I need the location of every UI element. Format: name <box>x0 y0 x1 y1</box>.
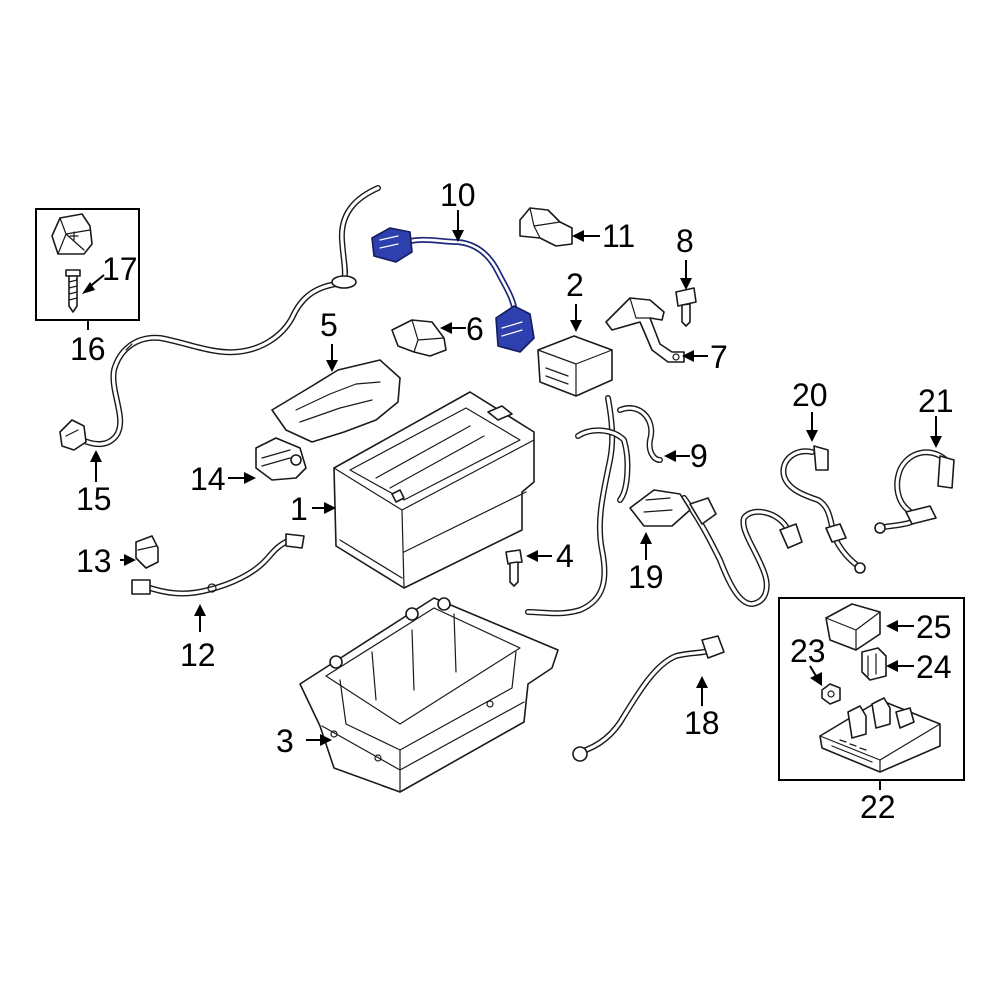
callout-12: 12 <box>180 637 216 673</box>
arrow-18 <box>696 676 708 688</box>
callout-6: 6 <box>466 311 484 347</box>
part-18-negative-cable[interactable] <box>572 635 725 762</box>
arrow-6 <box>440 322 452 334</box>
part-5-battery-cover[interactable] <box>271 359 401 443</box>
arrow-9 <box>664 450 676 462</box>
arrow-20 <box>806 430 818 442</box>
callout-24: 24 <box>916 649 952 685</box>
part-11-terminal-cap[interactable] <box>519 207 573 247</box>
arrow-1 <box>324 502 336 514</box>
arrow-15 <box>90 450 102 462</box>
callout-20: 20 <box>792 377 828 413</box>
part-16-terminal-cover[interactable] <box>51 213 93 255</box>
part-10-battery-harness[interactable] <box>371 227 535 353</box>
arrow-8 <box>680 278 692 290</box>
callout-5: 5 <box>320 307 338 343</box>
part-20-ground-cable[interactable] <box>780 445 866 574</box>
leader-23 <box>809 665 817 677</box>
part-7-bracket[interactable] <box>605 297 685 363</box>
arrow-25 <box>886 620 898 632</box>
callout-14: 14 <box>190 461 226 497</box>
part-21-ground-cable[interactable] <box>874 449 955 534</box>
callout-9: 9 <box>690 438 708 474</box>
part-9-cable[interactable] <box>525 395 663 617</box>
arrow-24 <box>886 660 898 672</box>
part-1-battery[interactable] <box>333 391 535 589</box>
arrow-11 <box>572 230 584 242</box>
callout-13: 13 <box>76 543 112 579</box>
callout-2: 2 <box>566 267 584 303</box>
arrow-19 <box>640 532 652 544</box>
part-6-terminal-cover[interactable] <box>391 319 447 357</box>
callout-21: 21 <box>918 383 954 419</box>
part-25-cover[interactable] <box>825 603 881 651</box>
callout-23: 23 <box>790 633 826 669</box>
callout-17: 17 <box>102 251 138 287</box>
callout-3: 3 <box>276 723 294 759</box>
part-13-plug[interactable] <box>135 535 159 569</box>
arrow-3 <box>320 734 332 746</box>
arrow-2 <box>570 320 582 332</box>
part-12-ground-strap[interactable] <box>131 533 305 597</box>
inset-frame-22 <box>778 597 965 781</box>
callout-19: 19 <box>628 559 664 595</box>
arrow-5 <box>326 360 338 372</box>
callout-18: 18 <box>684 705 720 741</box>
callout-8: 8 <box>676 223 694 259</box>
arrow-12 <box>194 604 206 616</box>
arrow-17 <box>82 282 95 294</box>
part-4-bolt[interactable] <box>505 549 523 587</box>
part-19-sensor-cable[interactable] <box>629 489 803 607</box>
callout-15: 15 <box>76 481 112 517</box>
inset-box-16: 17 16 <box>35 208 140 367</box>
callout-1: 1 <box>290 491 308 527</box>
arrow-14 <box>244 472 256 484</box>
part-23-nut[interactable] <box>821 683 841 705</box>
part-3-battery-tray[interactable] <box>299 597 559 793</box>
part-2-control-module[interactable] <box>537 335 613 397</box>
callout-22: 22 <box>860 789 896 825</box>
part-24-fuse[interactable] <box>861 647 887 681</box>
arrow-13 <box>124 554 136 566</box>
callout-11: 11 <box>602 218 635 254</box>
callout-7: 7 <box>710 339 728 375</box>
inset-box-22: 25 24 23 22 <box>778 597 965 825</box>
callout-10: 10 <box>440 177 476 213</box>
arrow-4 <box>526 550 538 562</box>
arrow-7 <box>682 350 694 362</box>
arrow-21 <box>930 436 942 448</box>
part-22-fuse-box[interactable] <box>819 697 941 773</box>
callout-16: 16 <box>70 331 106 367</box>
callout-25: 25 <box>916 609 952 645</box>
arrow-10 <box>452 230 464 242</box>
part-14-vent-fitting[interactable] <box>255 437 307 481</box>
part-17-bolt[interactable] <box>65 269 81 313</box>
part-8-bolt[interactable] <box>675 287 697 327</box>
arrow-23 <box>810 672 822 686</box>
part-15-positive-cable[interactable] <box>59 185 381 451</box>
callout-4: 4 <box>556 538 574 574</box>
